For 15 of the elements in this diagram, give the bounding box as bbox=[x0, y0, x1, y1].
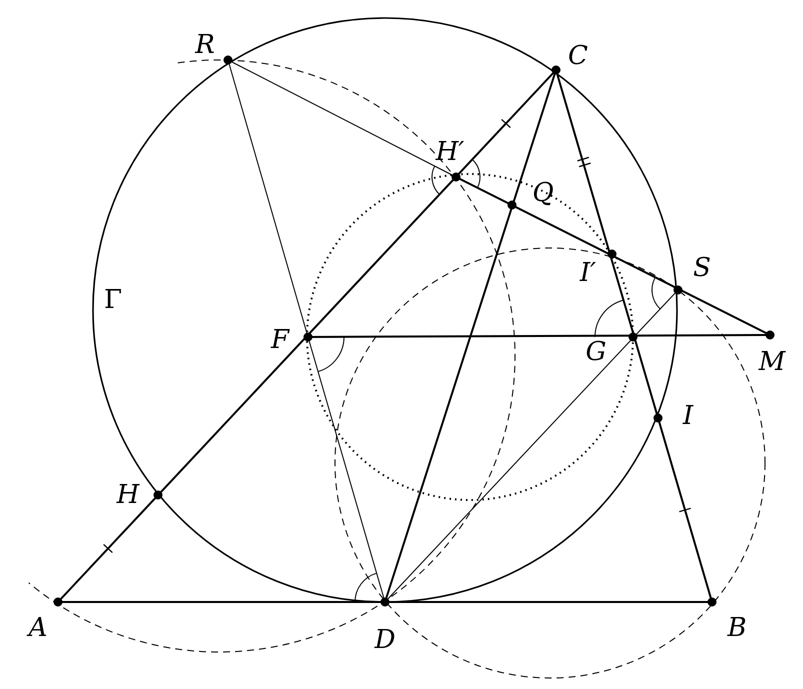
point-label: I′ bbox=[580, 260, 596, 286]
point-label: Q bbox=[532, 180, 554, 206]
point-label: F bbox=[270, 327, 290, 353]
point-label: S bbox=[693, 255, 711, 281]
point-label: R bbox=[195, 32, 215, 58]
point-label: B bbox=[727, 615, 747, 641]
point-label: G bbox=[586, 339, 606, 365]
point-label: H bbox=[116, 482, 140, 508]
point-label: I bbox=[682, 403, 694, 429]
point-label: H′ bbox=[436, 139, 464, 165]
point-label: A bbox=[28, 615, 48, 641]
point-label: M bbox=[758, 349, 786, 375]
circle-label: Γ bbox=[104, 287, 122, 313]
point-label: C bbox=[568, 43, 588, 69]
point-label: D bbox=[374, 627, 396, 653]
